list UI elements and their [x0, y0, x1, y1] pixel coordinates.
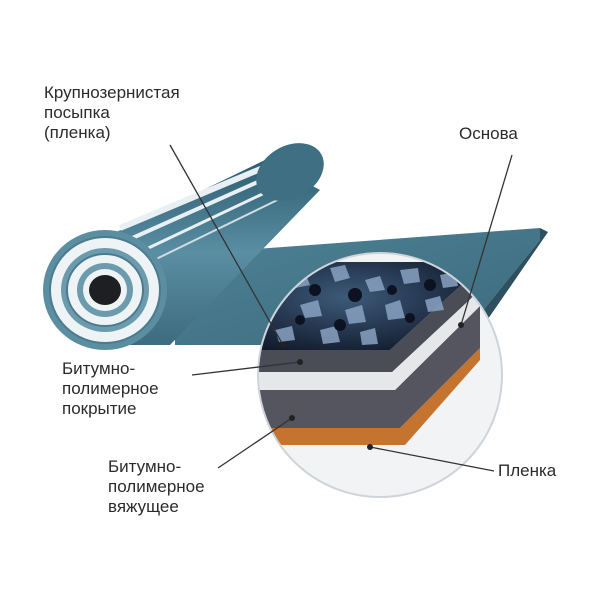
leader-dots: [280, 322, 464, 450]
leader-coating: [191, 361, 301, 376]
label-film: Пленка: [498, 461, 557, 480]
leader-lines: [169, 144, 513, 472]
leader-film: [369, 446, 495, 472]
film-layer: [258, 348, 480, 445]
cross-section-magnifier: [257, 252, 503, 498]
roll-end: [43, 230, 167, 350]
leader-base: [460, 154, 513, 326]
label-base: Основа: [459, 124, 518, 143]
label-bitumen-binder: Битумно- полимерное вяжущее: [108, 457, 205, 516]
base-layer: [258, 290, 480, 390]
coating-layer: [258, 268, 480, 372]
label-bitumen-coating: Битумно- полимерное покрытие: [62, 359, 159, 418]
binder-layer: [258, 306, 480, 428]
leader-granular: [169, 144, 284, 346]
label-granular-topping: Крупнозернистая посыпка (пленка): [44, 83, 180, 142]
leader-binder: [217, 417, 293, 469]
